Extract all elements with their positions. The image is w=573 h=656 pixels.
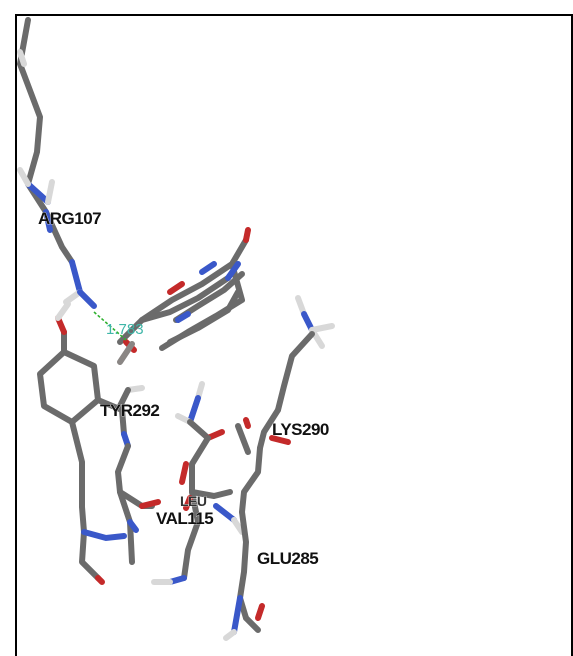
occluded-residue [151,489,245,585]
arg107-residue [17,17,97,309]
label-lys290: LYS290 [272,420,329,439]
label-val115: VAL115 [156,509,213,528]
tyr292-residue [37,301,145,585]
ligand-molecule [117,227,251,365]
lys290-residue [235,295,335,515]
hydrogen-bond-line [93,311,127,341]
label-occluded-residue: LEU [180,493,207,509]
glu285-residue [223,509,265,641]
val115-residue [115,443,161,565]
hbond-distance-label: 1.783 [106,321,144,338]
label-tyr292: TYR292 [100,401,159,420]
molecule-canvas[interactable]: 1.783 ARG107 TYR292 LYS290 VAL115 GLU285… [17,16,573,656]
label-arg107: ARG107 [38,209,101,228]
molecular-viewer-frame[interactable]: 1.783 ARG107 TYR292 LYS290 VAL115 GLU285… [15,14,573,656]
label-glu285: GLU285 [257,549,318,568]
amide-side-chain [175,381,225,525]
